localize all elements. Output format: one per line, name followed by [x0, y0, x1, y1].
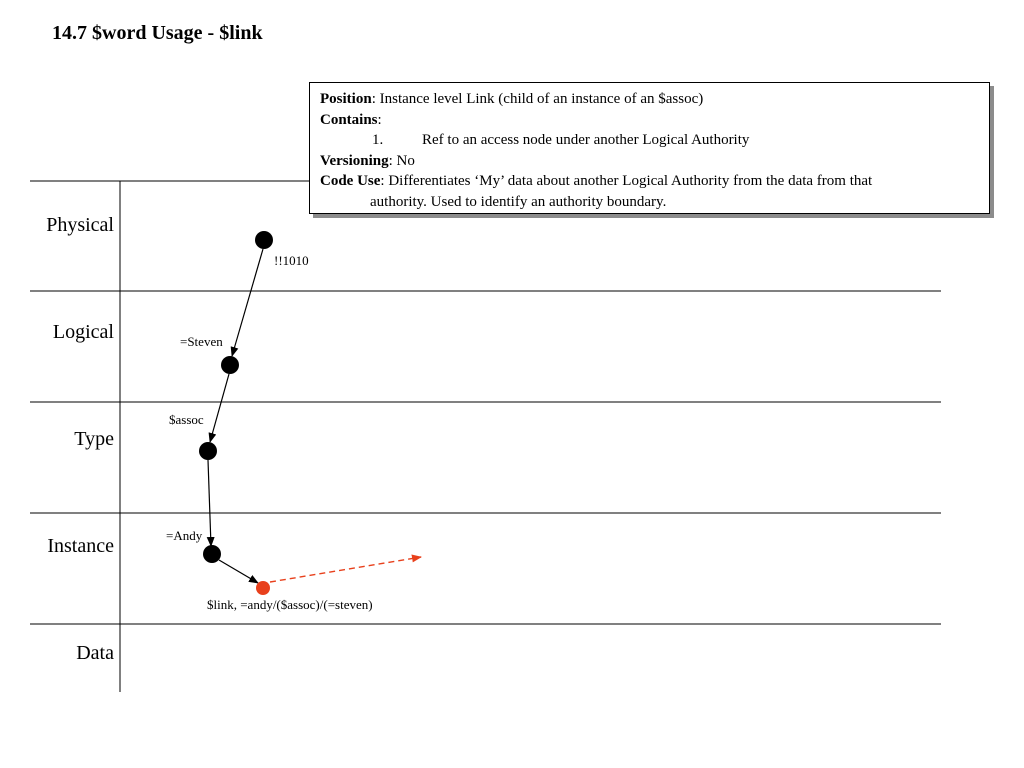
node-label-logical: =Steven: [180, 334, 223, 349]
info-versioning-row: Versioning: No: [320, 151, 979, 172]
info-box: Position: Instance level Link (child of …: [309, 82, 990, 214]
node-instance: [203, 545, 221, 563]
info-contains-text: :: [377, 111, 382, 128]
node-link: [256, 581, 270, 595]
slide-title: 14.7 $word Usage - $link: [52, 22, 263, 44]
info-codeuse-label: Code Use: [320, 173, 381, 189]
info-codeuse-row: Code Use: Differentiates ‘My’ data about…: [320, 171, 979, 192]
info-codeuse-continuation: authority. Used to identify an authority…: [370, 193, 667, 210]
info-contains-item-number: 1.: [372, 132, 384, 148]
node-label-link: $link, =andy/($assoc)/(=steven): [207, 597, 373, 612]
info-position-row: Position: Instance level Link (child of …: [320, 89, 979, 110]
info-versioning-text: : No: [388, 152, 415, 169]
info-contains-row: Contains:: [320, 110, 979, 131]
node-type: [199, 442, 217, 460]
lane-label-instance: Instance: [47, 535, 114, 557]
arrow-type-to-instance: [206, 459, 215, 547]
arrow-physical-to-logical: [230, 248, 264, 357]
arrow-logical-to-type: [208, 373, 230, 443]
info-contains-item: 1. Ref to an access node under another Lo…: [320, 130, 979, 151]
dashed-arrow-link-out: [269, 554, 422, 583]
info-position-text: : Instance level Link (child of an insta…: [371, 91, 704, 107]
node-logical: [221, 356, 239, 374]
lane-label-physical: Physical: [46, 214, 114, 236]
info-codeuse-text-1: : Differentiates ‘My’ data about another…: [380, 173, 873, 189]
info-position-label: Position: [320, 91, 372, 107]
node-label-physical: !!1010: [274, 253, 309, 268]
info-contains-label: Contains: [320, 111, 378, 128]
arrow-instance-to-link: [218, 559, 259, 584]
lane-label-data: Data: [76, 642, 114, 664]
lane-label-type: Type: [74, 428, 114, 450]
node-label-type: $assoc: [169, 412, 204, 427]
info-versioning-label: Versioning: [320, 152, 389, 169]
node-physical: [255, 231, 273, 249]
lane-label-logical: Logical: [52, 321, 114, 343]
node-label-instance: =Andy: [166, 528, 203, 543]
info-contains-item-text: Ref to an access node under another Logi…: [422, 132, 750, 148]
